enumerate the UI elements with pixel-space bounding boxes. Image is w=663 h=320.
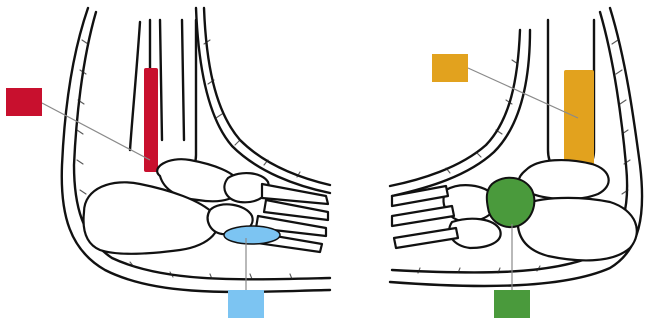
left-leg-front-inner	[196, 8, 330, 193]
left-tendon	[130, 22, 140, 150]
right-orange-leader	[468, 68, 578, 118]
right-calcaneus	[518, 198, 637, 261]
left-red-label-square	[6, 88, 42, 116]
left-blue-label-square	[228, 290, 264, 318]
right-green-highlight	[487, 178, 535, 227]
right-metatarsal-3	[394, 228, 458, 248]
right-orange-highlight	[564, 70, 594, 168]
left-leg-front-outline	[204, 8, 330, 185]
right-leg-front-outline	[390, 30, 520, 186]
left-blue-highlight	[224, 226, 280, 244]
right-foot	[390, 8, 642, 318]
right-green-label-square	[494, 290, 530, 318]
left-fibula	[160, 20, 184, 140]
right-orange-label-square	[432, 54, 468, 82]
left-red-highlight	[144, 68, 158, 172]
right-metatarsal-2	[392, 206, 454, 226]
left-foot	[6, 8, 330, 318]
